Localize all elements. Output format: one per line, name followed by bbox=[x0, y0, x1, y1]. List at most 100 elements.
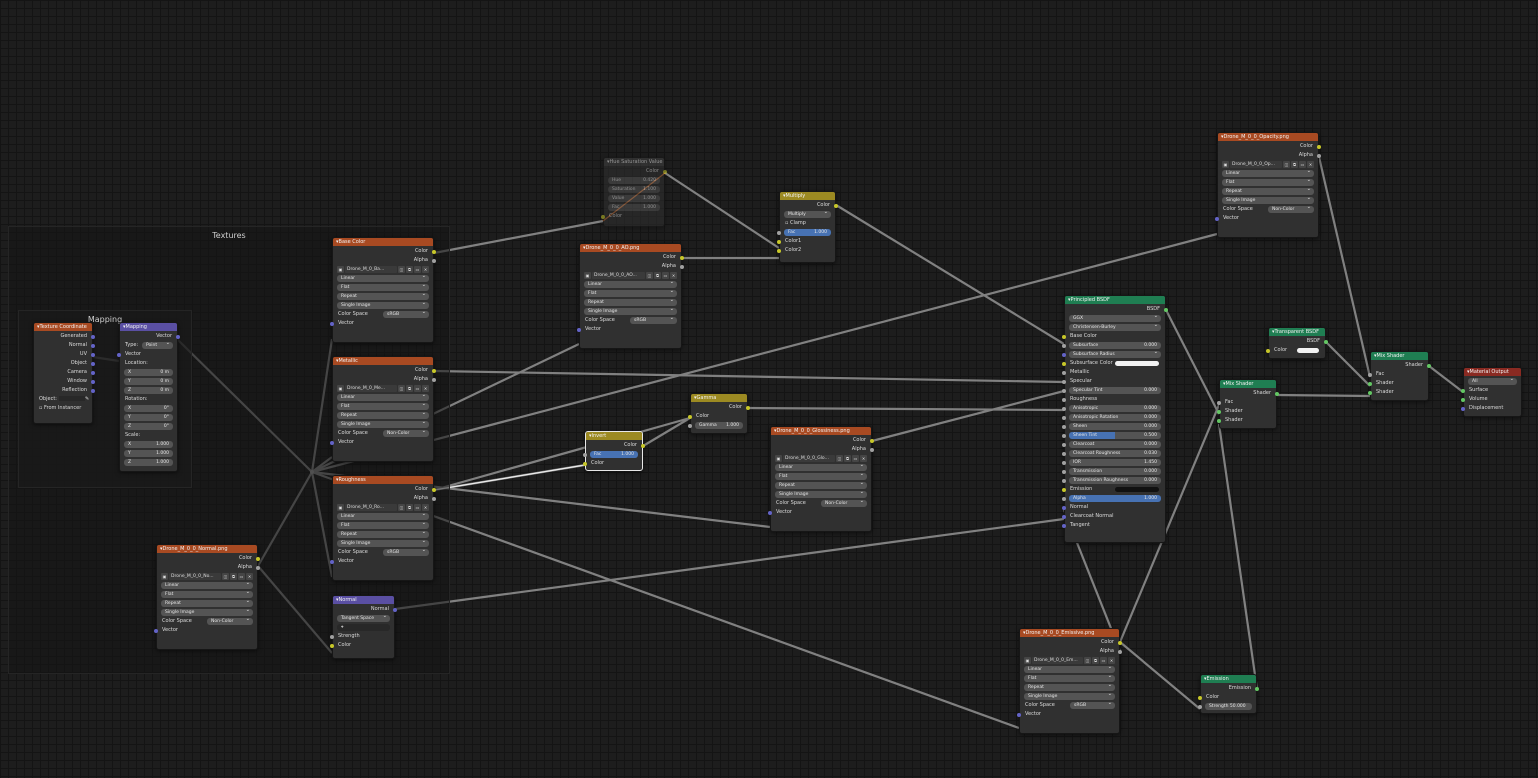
socket[interactable] bbox=[777, 230, 781, 235]
socket[interactable] bbox=[663, 169, 667, 174]
image-selector[interactable]: ▣Drone_M_0_0_Op...◫⧉▭✕ bbox=[1222, 161, 1314, 168]
socket[interactable] bbox=[1062, 379, 1066, 384]
close-icon[interactable]: ✕ bbox=[1307, 161, 1314, 168]
socket[interactable] bbox=[777, 239, 781, 244]
socket[interactable] bbox=[432, 368, 436, 373]
socket[interactable] bbox=[777, 248, 781, 253]
socket[interactable] bbox=[1317, 144, 1321, 149]
socket[interactable] bbox=[1062, 451, 1066, 456]
fake-user-icon[interactable]: ◫ bbox=[836, 455, 843, 462]
interpolation-dropdown[interactable]: Linear bbox=[1020, 665, 1119, 674]
socket[interactable] bbox=[330, 321, 334, 326]
space-dropdown[interactable]: Tangent Space bbox=[333, 614, 394, 623]
node-header[interactable]: Hue Saturation Value bbox=[604, 158, 664, 166]
socket[interactable] bbox=[680, 255, 684, 260]
fake-user-icon[interactable]: ◫ bbox=[398, 266, 405, 273]
socket[interactable] bbox=[1461, 397, 1465, 402]
socket[interactable] bbox=[432, 496, 436, 501]
socket[interactable] bbox=[1062, 523, 1066, 528]
socket[interactable] bbox=[1198, 695, 1202, 700]
color-swatch[interactable] bbox=[1297, 347, 1319, 353]
source-dropdown[interactable]: Single Image bbox=[580, 307, 681, 316]
folder-icon[interactable]: ▭ bbox=[414, 385, 421, 392]
socket[interactable] bbox=[1062, 406, 1066, 411]
socket[interactable] bbox=[91, 379, 95, 384]
socket[interactable] bbox=[91, 370, 95, 375]
type-row[interactable]: Type:Point bbox=[120, 341, 177, 350]
node-header[interactable]: Invert bbox=[586, 432, 642, 440]
blend-mode-dropdown[interactable]: Multiply bbox=[780, 210, 835, 219]
extension-dropdown[interactable]: Repeat bbox=[333, 411, 433, 420]
socket[interactable] bbox=[117, 352, 121, 357]
image-selector[interactable]: ▣Drone_M_0_0_AO...◫⧉▭✕ bbox=[584, 272, 677, 279]
socket[interactable] bbox=[1427, 363, 1431, 368]
node-header[interactable]: Drone_M_0_0_Glossiness.png bbox=[771, 427, 871, 435]
socket[interactable] bbox=[1062, 505, 1066, 510]
socket[interactable] bbox=[330, 440, 334, 445]
fake-user-icon[interactable]: ◫ bbox=[398, 504, 405, 511]
socket[interactable] bbox=[680, 264, 684, 269]
projection-dropdown[interactable]: Flat bbox=[1020, 674, 1119, 683]
socket[interactable] bbox=[601, 214, 605, 219]
close-icon[interactable]: ✕ bbox=[860, 455, 867, 462]
socket[interactable] bbox=[330, 559, 334, 564]
color-swatch[interactable] bbox=[1115, 360, 1159, 366]
socket[interactable] bbox=[1368, 390, 1372, 395]
interpolation-dropdown[interactable]: Linear bbox=[157, 581, 257, 590]
subsurface-method-dropdown[interactable]: Christensen-Burley bbox=[1065, 323, 1165, 332]
socket[interactable] bbox=[870, 447, 874, 452]
node-header[interactable]: Texture Coordinate bbox=[34, 323, 92, 331]
emissive-texture-node[interactable]: Drone_M_0_0_Emissive.png Color Alpha ▣Dr… bbox=[1017, 628, 1122, 734]
socket[interactable] bbox=[1217, 409, 1221, 414]
socket[interactable] bbox=[688, 423, 692, 428]
fake-user-icon[interactable]: ◫ bbox=[222, 573, 229, 580]
socket[interactable] bbox=[1062, 397, 1066, 402]
projection-dropdown[interactable]: Flat bbox=[333, 402, 433, 411]
object-field-row[interactable]: Object:✎ bbox=[39, 396, 90, 402]
node-header[interactable]: Emission bbox=[1201, 675, 1256, 683]
projection-dropdown[interactable]: Flat bbox=[157, 590, 257, 599]
node-header[interactable]: Principled BSDF bbox=[1065, 296, 1165, 304]
socket[interactable] bbox=[1062, 496, 1066, 501]
socket[interactable] bbox=[834, 203, 838, 208]
socket[interactable] bbox=[1062, 469, 1066, 474]
transparent-bsdf-node[interactable]: Transparent BSDF BSDF Color bbox=[1266, 327, 1328, 359]
socket[interactable] bbox=[1266, 348, 1270, 353]
node-header[interactable]: Drone_M_0_0_Opacity.png bbox=[1218, 133, 1318, 141]
duplicate-icon[interactable]: ⧉ bbox=[406, 504, 413, 511]
socket[interactable] bbox=[1461, 388, 1465, 393]
socket[interactable] bbox=[1062, 415, 1066, 420]
source-dropdown[interactable]: Single Image bbox=[157, 608, 257, 617]
duplicate-icon[interactable]: ⧉ bbox=[406, 385, 413, 392]
principled-bsdf-node[interactable]: Principled BSDF BSDF GGX Christensen-Bur… bbox=[1062, 295, 1168, 543]
extension-dropdown[interactable]: Repeat bbox=[333, 530, 433, 539]
node-header[interactable]: Material Output bbox=[1464, 368, 1521, 376]
socket[interactable] bbox=[330, 643, 334, 648]
socket[interactable] bbox=[91, 361, 95, 366]
socket[interactable] bbox=[577, 327, 581, 332]
socket[interactable] bbox=[1062, 424, 1066, 429]
folder-icon[interactable]: ▭ bbox=[414, 266, 421, 273]
socket[interactable] bbox=[768, 510, 772, 515]
close-icon[interactable]: ✕ bbox=[422, 266, 429, 273]
socket[interactable] bbox=[1062, 478, 1066, 483]
from-instancer-checkbox[interactable]: ▫ From Instancer bbox=[39, 405, 82, 411]
socket[interactable] bbox=[1062, 370, 1066, 375]
socket[interactable] bbox=[1017, 712, 1021, 717]
node-header[interactable]: Drone_M_0_0_Normal.png bbox=[157, 545, 257, 553]
metallic-texture-node[interactable]: Metallic Color Alpha ▣Drone_M_0_Me...◫⧉▭… bbox=[330, 356, 436, 462]
